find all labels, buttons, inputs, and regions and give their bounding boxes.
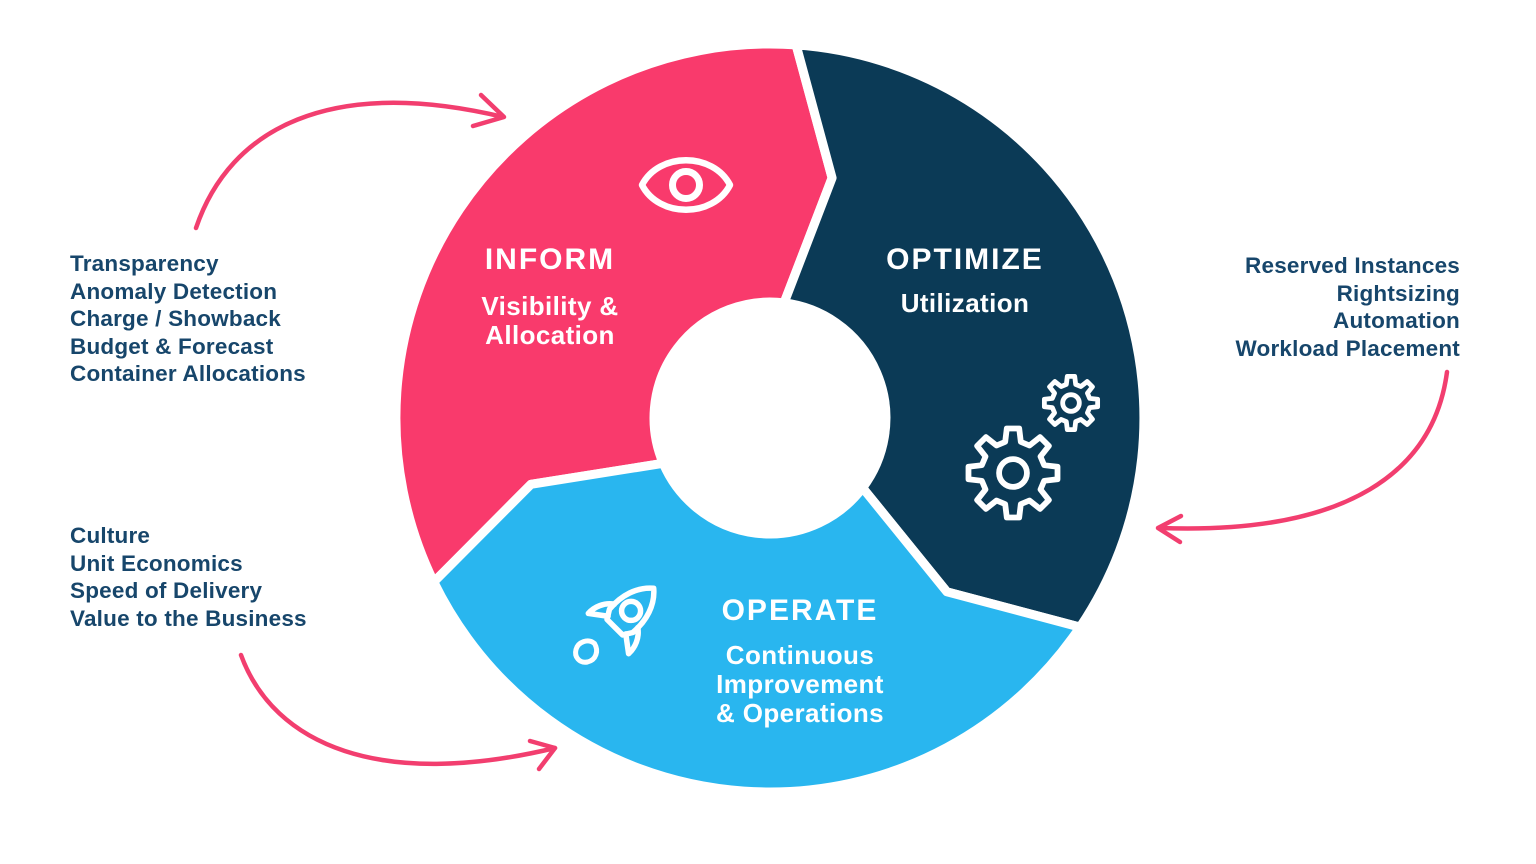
operate-segment	[429, 458, 1085, 797]
rocket-exhaust-puff-icon	[573, 638, 600, 665]
subtitle-line: Utilization	[900, 288, 1030, 318]
list-item: Workload Placement	[1235, 335, 1460, 361]
list-item: Value to the Business	[70, 605, 307, 631]
list-item: Container Allocations	[70, 361, 306, 387]
list-item: Charge / Showback	[70, 306, 281, 332]
subtitle-line: & Operations	[715, 698, 885, 728]
subtitle-line: Allocation	[485, 320, 615, 350]
inform-title: INFORM	[484, 243, 616, 276]
inform-subtitle: Visibility & Allocation	[420, 292, 680, 350]
optimize-annotation-list: Reserved Instances Rightsizing Automatio…	[1235, 252, 1460, 362]
arrow-to-inform	[193, 92, 507, 231]
optimize-subtitle: Utilization	[845, 289, 1085, 318]
list-item: Transparency	[70, 251, 219, 276]
list-item: Reserved Instances	[1245, 253, 1460, 278]
inform-annotation-list: Transparency Anomaly Detection Charge / …	[70, 250, 306, 388]
eye-icon	[638, 157, 734, 213]
list-item: Anomaly Detection	[70, 278, 278, 304]
operate-subtitle: Continuous Improvement & Operations	[670, 641, 930, 728]
subtitle-line: Improvement	[716, 669, 884, 699]
operate-title: OPERATE	[721, 594, 879, 627]
rocket-icon	[585, 585, 657, 657]
list-item: Automation	[1333, 308, 1460, 334]
arrow-to-optimize	[1155, 369, 1450, 545]
list-item: Rightsizing	[1336, 280, 1460, 306]
operate-annotation-list: Culture Unit Economics Speed of Delivery…	[70, 522, 307, 632]
list-item: Unit Economics	[70, 550, 243, 576]
list-item: Speed of Delivery	[70, 578, 263, 604]
optimize-title: OPTIMIZE	[886, 243, 1044, 276]
list-item: Budget & Forecast	[70, 333, 274, 359]
subtitle-line: Continuous	[725, 640, 875, 670]
list-item: Culture	[70, 523, 151, 548]
subtitle-line: Visibility &	[481, 291, 619, 321]
arrow-to-operate	[238, 652, 558, 772]
